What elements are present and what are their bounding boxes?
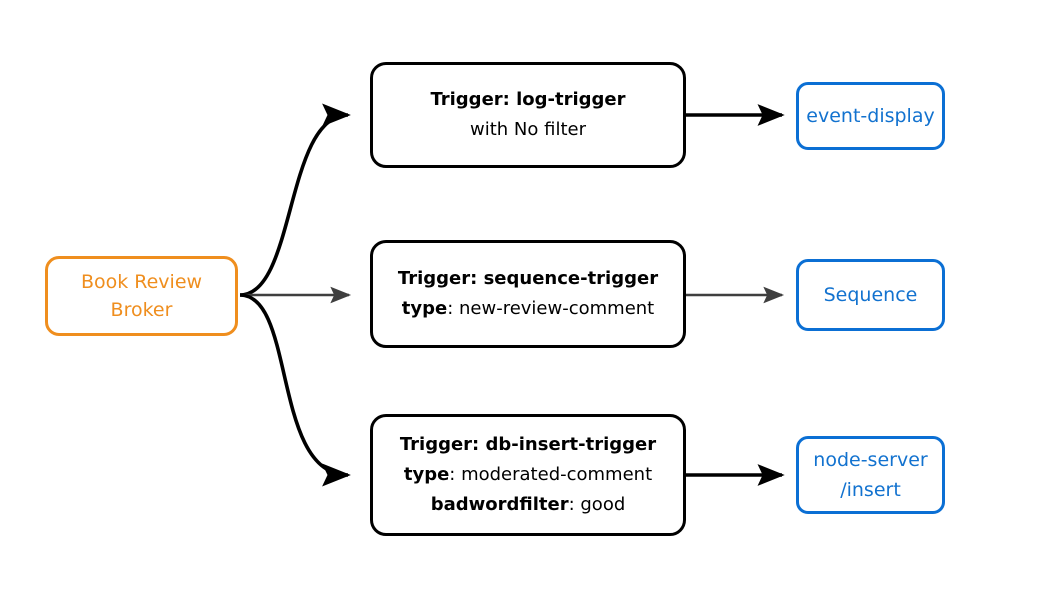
node-db-insert-trigger[interactable]: Trigger: db-insert-trigger type: moderat… xyxy=(370,414,686,536)
node-book-review-broker[interactable]: Book Review Broker xyxy=(45,256,238,336)
log-trigger-title: Trigger: log-trigger xyxy=(430,89,626,110)
log-trigger-row-0-key: with No filter xyxy=(470,119,586,140)
edge-broker-to-log-trigger xyxy=(239,103,351,297)
broker-label-line1: Book Review xyxy=(80,271,203,293)
node-event-display[interactable]: event-display xyxy=(796,82,945,150)
sequence-label: Sequence xyxy=(823,284,918,306)
node-node-server-insert[interactable]: node-server /insert xyxy=(796,436,945,514)
sequence-trigger-row-0-key: type xyxy=(401,298,448,319)
sequence-trigger-row-0-value: : new-review-comment xyxy=(447,298,655,319)
db-insert-trigger-title: Trigger: db-insert-trigger xyxy=(399,434,657,455)
broker-label-line2: Broker xyxy=(110,299,173,321)
db-insert-trigger-row-1-value: : good xyxy=(568,494,626,515)
sequence-trigger-row-0: type: new-review-comment xyxy=(402,294,654,324)
node-log-trigger[interactable]: Trigger: log-trigger with No filter xyxy=(370,62,686,168)
db-insert-trigger-row-1-key: badwordfilter xyxy=(430,494,569,515)
event-display-label: event-display xyxy=(806,105,935,127)
sequence-trigger-title: Trigger: sequence-trigger xyxy=(397,268,659,289)
db-insert-trigger-row-0-value: : moderated-comment xyxy=(449,464,653,485)
node-server-label-line2: /insert xyxy=(840,479,901,501)
edge-broker-to-db-insert-trigger xyxy=(239,293,351,487)
log-trigger-row-0: with No filter xyxy=(470,115,586,145)
node-sequence-trigger[interactable]: Trigger: sequence-trigger type: new-revi… xyxy=(370,240,686,348)
db-insert-trigger-row-0-key: type xyxy=(403,464,450,485)
node-sequence[interactable]: Sequence xyxy=(796,259,945,331)
db-insert-trigger-row-0: type: moderated-comment xyxy=(404,460,652,490)
node-server-label-line1: node-server xyxy=(813,449,928,471)
db-insert-trigger-row-1: badwordfilter: good xyxy=(431,490,626,520)
